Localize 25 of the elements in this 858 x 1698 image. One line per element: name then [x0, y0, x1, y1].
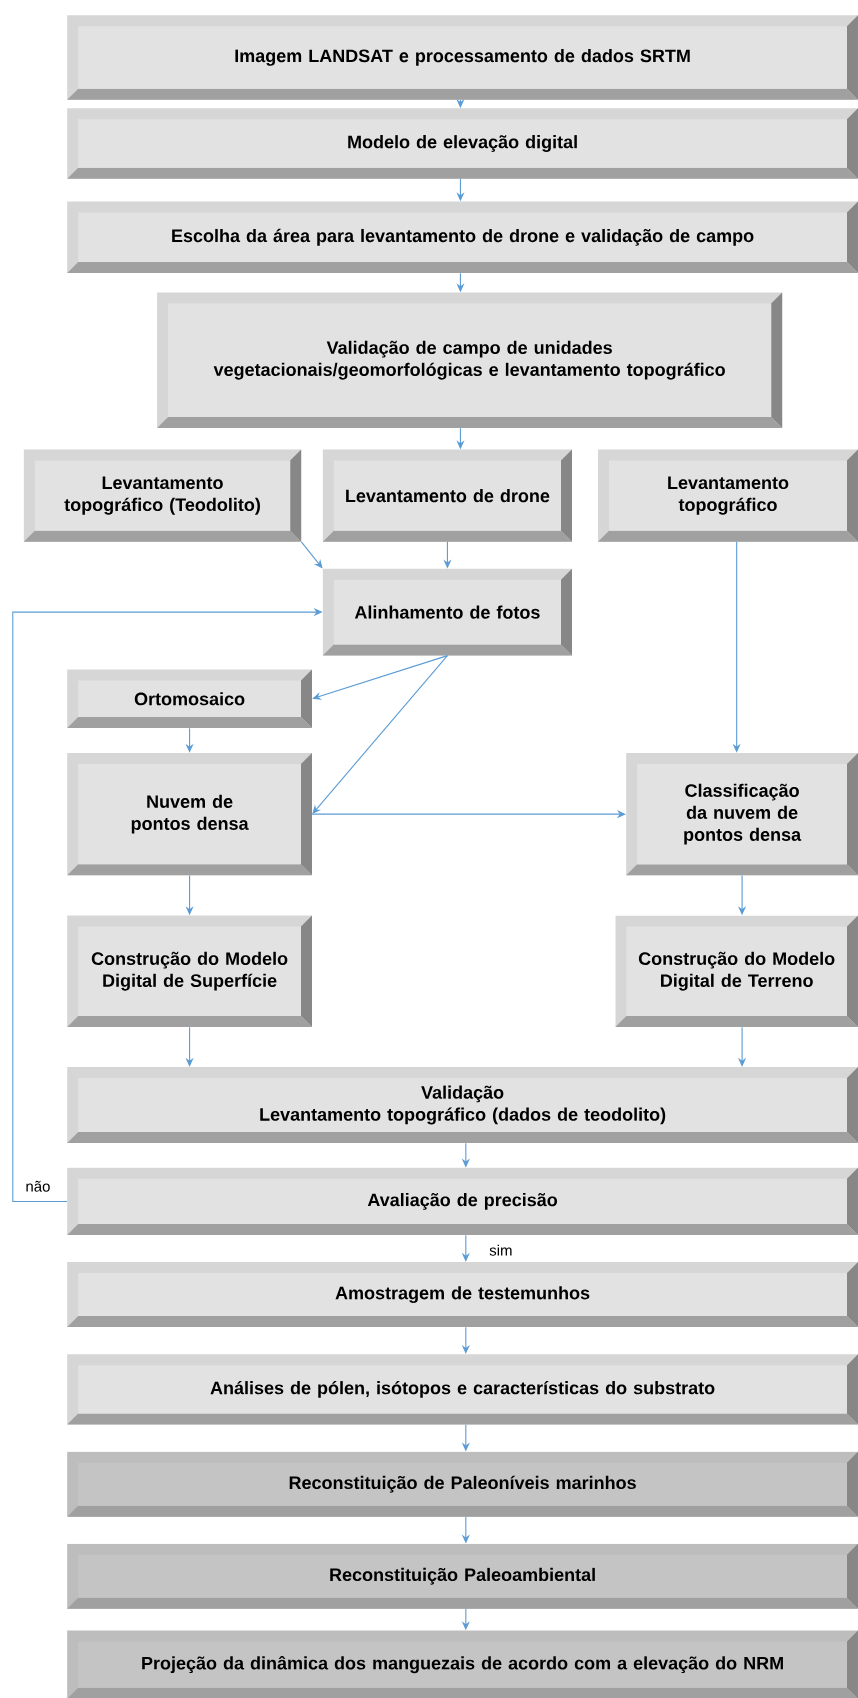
- arrow: [312, 655, 448, 700]
- process-box: Construção do Modelo Digital de Superfície: [67, 915, 312, 1027]
- process-box: Validação Levantamento topográfico (dados de teodolito): [67, 1067, 858, 1143]
- process-box: Reconstituição de Paleoníveis marinhos: [67, 1451, 858, 1517]
- process-box: Ortomosaico: [67, 669, 312, 728]
- edge-label: não: [23, 1179, 52, 1194]
- process-box: Alinhamento de fotos: [322, 568, 572, 656]
- process-box: Classificação da nuvem de pontos densa: [626, 752, 858, 876]
- process-box: Análises de pólen, isótopos e características do substrato: [67, 1354, 858, 1425]
- process-box: Avaliação de precisão: [67, 1167, 858, 1235]
- process-box: Levantamento topográfico (Teodolito): [23, 449, 302, 542]
- process-box: Nuvem de pontos densa: [67, 752, 312, 876]
- process-box: Amostragem de testemunhos: [67, 1262, 858, 1328]
- process-box: Levantamento topográfico: [598, 449, 858, 542]
- process-box: Escolha da área para levantamento de drone e validação de campo: [67, 201, 858, 273]
- edge-label: sim: [487, 1243, 515, 1258]
- process-box: Modelo de elevação digital: [67, 108, 858, 179]
- arrow: [738, 1026, 747, 1067]
- process-box: Validação de campo de unidades vegetacionais/geomorfológicas e levantamento topográfico: [157, 292, 783, 428]
- arrow: [300, 541, 323, 569]
- process-box: Imagem LANDSAT e processamento de dados SRTM: [67, 15, 858, 100]
- process-box: Construção do Modelo Digital de Terreno: [615, 915, 858, 1027]
- process-box: Levantamento de drone: [322, 449, 572, 542]
- process-box: Projeção da dinâmica dos manguezais de acordo com a elevação do NRM: [67, 1630, 858, 1698]
- process-box: Reconstituição Paleoambiental: [67, 1543, 858, 1609]
